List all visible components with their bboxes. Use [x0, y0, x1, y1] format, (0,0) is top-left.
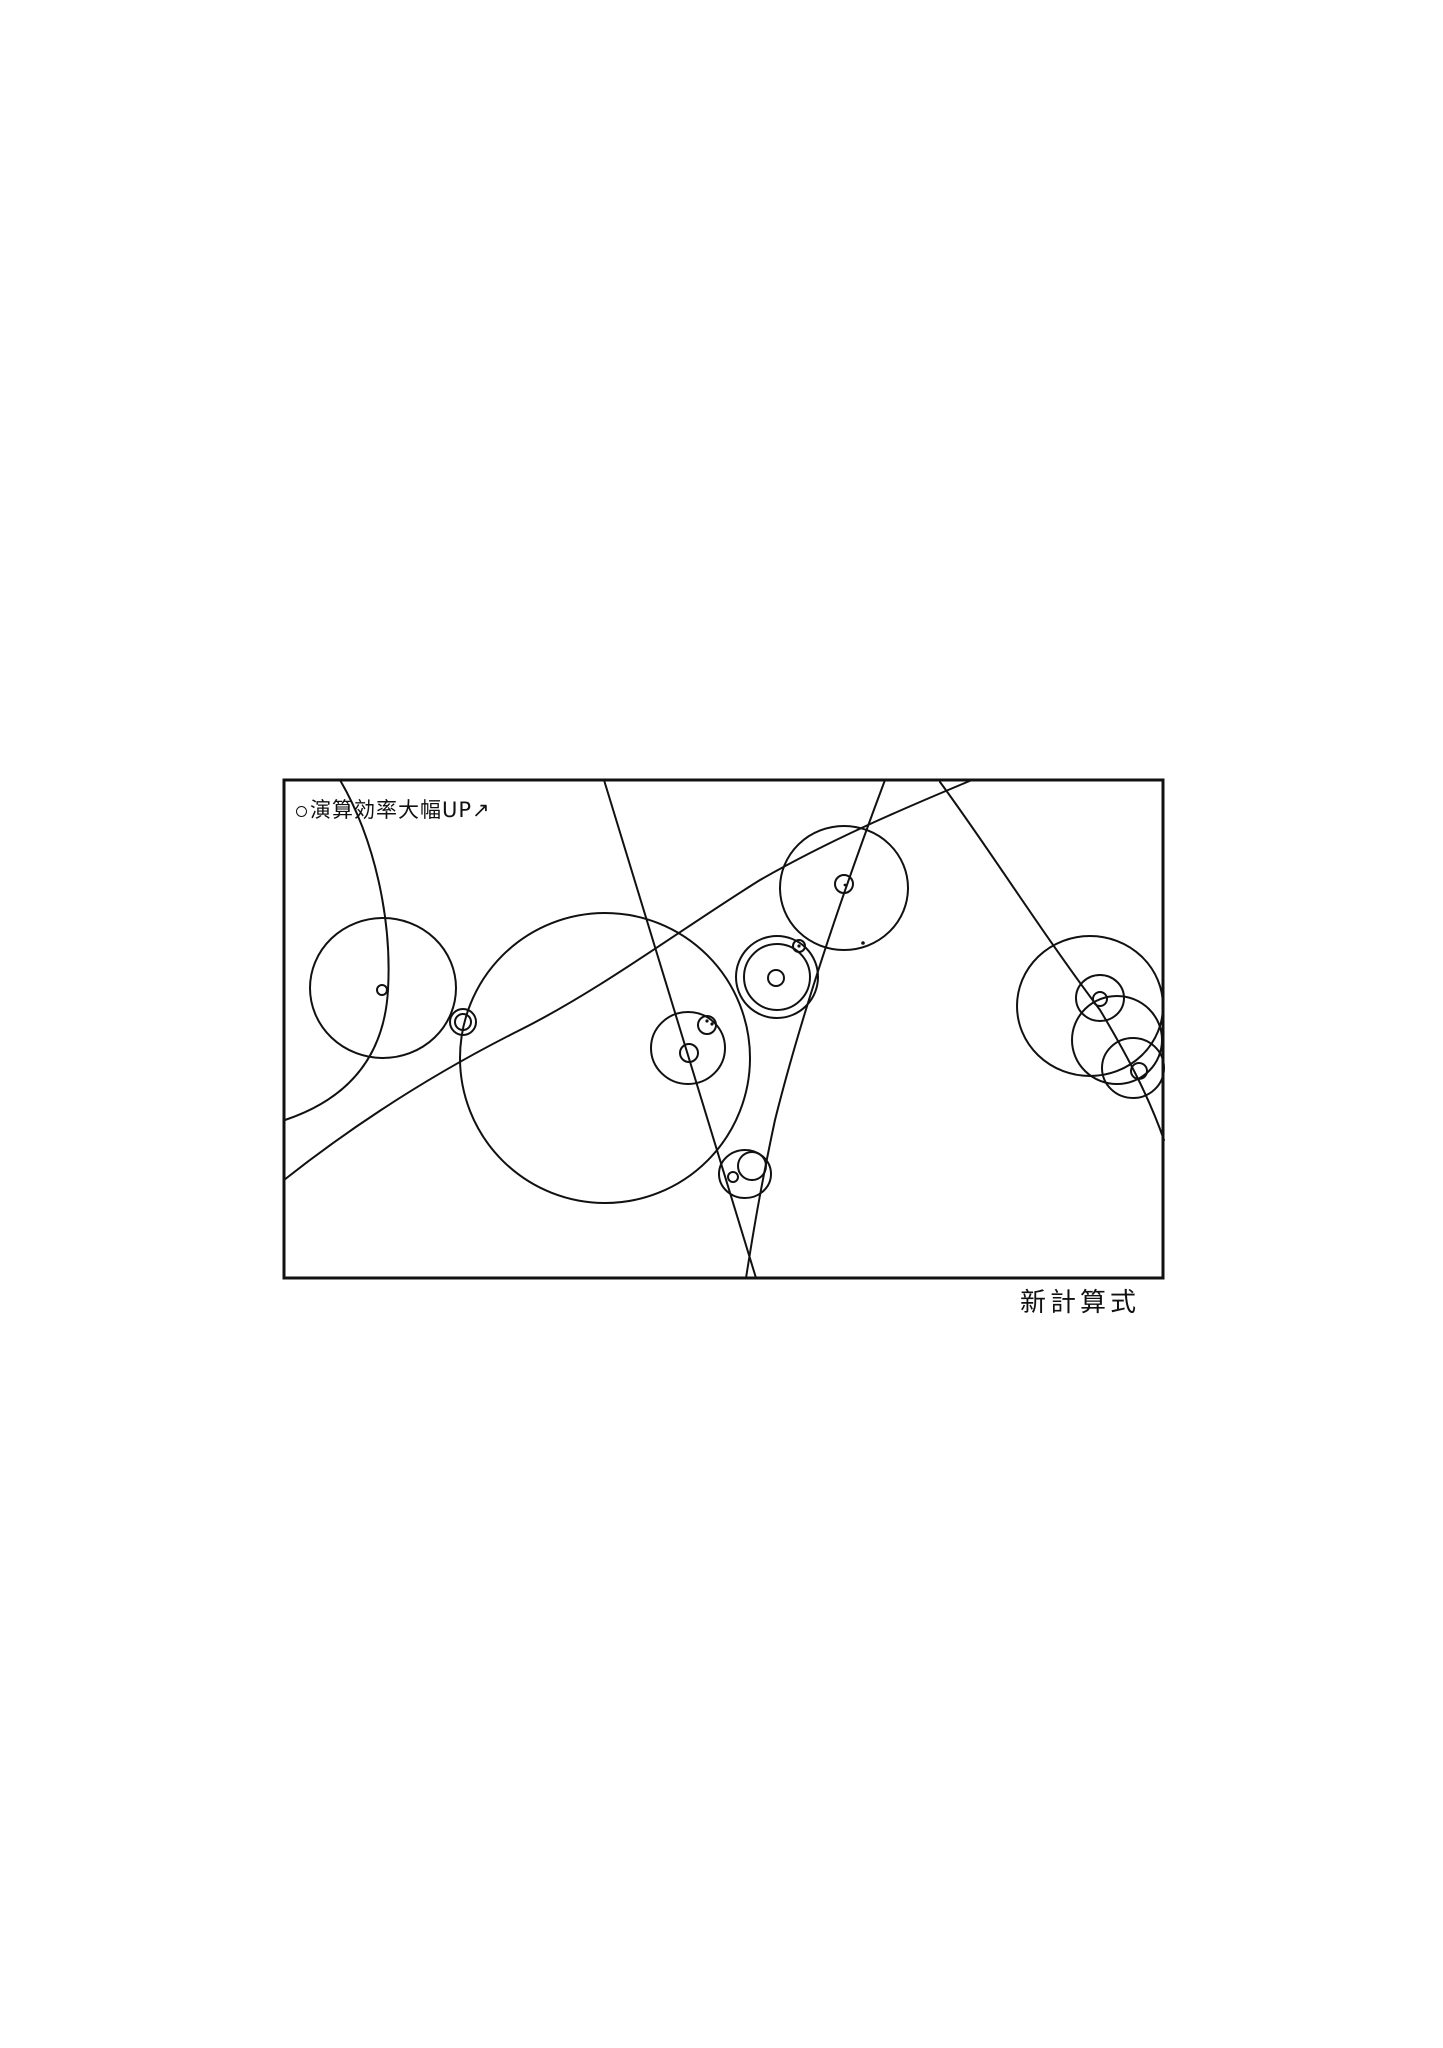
trajectory-line-diagonal-mid — [745, 779, 886, 1279]
planet-mid-moon — [697, 1015, 717, 1035]
planet-top-right-core — [834, 874, 854, 894]
dot-3 — [797, 944, 801, 948]
panel-caption: 演算効率大幅UP↗ — [296, 794, 491, 824]
dot-1 — [705, 1019, 709, 1023]
dot-5 — [843, 883, 847, 887]
planet-bottom-small-moon — [737, 1151, 767, 1181]
dot-4 — [861, 941, 865, 945]
footer-caption: 新計算式 — [1020, 1288, 1141, 1318]
planet-bottom-small-core — [727, 1171, 739, 1183]
orbit-arc-left — [284, 779, 390, 1121]
planet-large-center — [459, 912, 751, 1204]
caption-text: 演算効率大幅UP — [310, 798, 473, 822]
planet-right-mid — [1075, 974, 1125, 1022]
planet-right-mid-core — [1092, 991, 1108, 1007]
planet-left-core — [376, 984, 388, 996]
panel-border — [282, 778, 1165, 1280]
trajectory-line-long — [283, 779, 973, 1181]
trajectory-line-diagonal-left — [603, 779, 757, 1279]
planet-mid-ring — [650, 1011, 726, 1085]
planet-double-ring-core — [767, 969, 785, 987]
planet-bottom-small — [718, 1149, 772, 1199]
planet-left — [309, 917, 457, 1059]
planet-right-lower-core — [1130, 1062, 1148, 1080]
dot-2 — [710, 1022, 714, 1026]
planet-top-right — [779, 825, 909, 951]
moon-small-left — [449, 1008, 477, 1036]
bullet-circle-icon — [296, 805, 307, 817]
planet-double-ring-inner — [743, 943, 811, 1011]
arrow-up-right-icon: ↗ — [472, 798, 491, 822]
planet-double-ring-outer — [735, 935, 819, 1019]
moon-tiny-double — [792, 939, 806, 953]
trajectory-line-diagonal-right — [939, 781, 1165, 1141]
planet-mid-core — [679, 1043, 699, 1063]
